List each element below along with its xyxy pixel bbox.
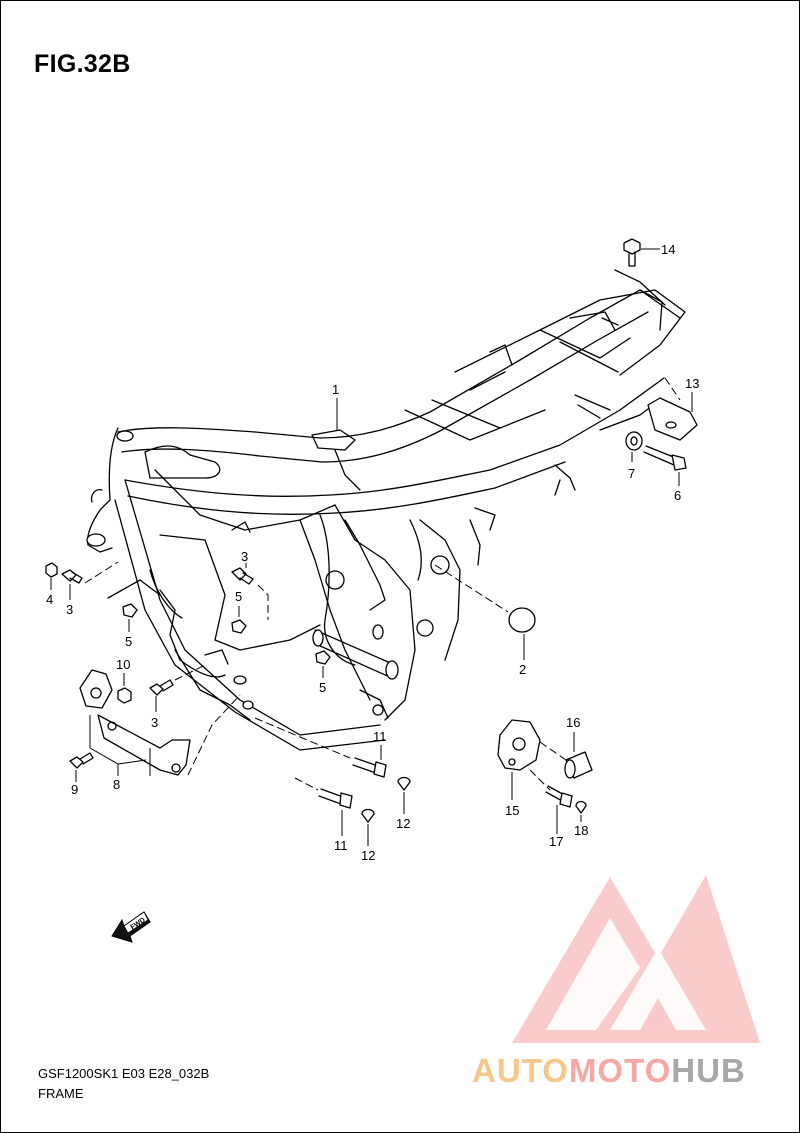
bolt-11-lower: [294, 777, 353, 836]
model-code: GSF1200SK1 E03 E28_032B: [38, 1066, 210, 1081]
nut-4: [45, 562, 58, 590]
bolt-3-lower: [149, 664, 206, 712]
plug-2: [434, 564, 536, 660]
callout-10: 10: [116, 657, 130, 672]
cap-12-upper: [397, 776, 411, 814]
bracket-8: [79, 669, 241, 776]
bolt-11-upper: [254, 717, 387, 778]
bolt-9: [69, 752, 94, 782]
section-name: FRAME: [38, 1086, 84, 1101]
bolt-3-left: [61, 561, 119, 600]
bolt-3-center: [231, 563, 269, 620]
collar-5-left: [107, 579, 161, 632]
cap-12-lower: [361, 808, 375, 846]
collar-5-right: [315, 650, 331, 678]
bolt-6: [643, 445, 687, 486]
callout-15: 15: [505, 803, 519, 818]
callout-11-lower: 11: [334, 838, 348, 853]
bolt-17: [545, 785, 573, 834]
watermark-logo: AUTOMOTOHUB: [472, 875, 760, 1089]
callout-9: 9: [71, 782, 78, 797]
callout-14: 14: [661, 242, 675, 257]
callout-3-lower: 3: [151, 715, 158, 730]
callout-13: 13: [685, 376, 699, 391]
callout-5-right: 5: [319, 680, 326, 695]
callout-17: 17: [549, 834, 563, 849]
watermark-moto: MOTO: [569, 1052, 671, 1089]
callout-5-center: 5: [235, 589, 242, 604]
bracket-13: [647, 377, 698, 441]
callout-18: 18: [574, 823, 588, 838]
washer-7: [625, 431, 643, 462]
callout-12-upper: 12: [396, 816, 410, 831]
collar-5-center: [231, 606, 247, 634]
callout-16: 16: [566, 715, 580, 730]
bolt-14: [623, 238, 660, 267]
callout-3-left: 3: [66, 602, 73, 617]
callout-1: 1: [332, 382, 339, 397]
callout-5-left: 5: [125, 634, 132, 649]
callout-12-lower: 12: [361, 848, 375, 863]
callout-4: 4: [46, 592, 53, 607]
callout-8: 8: [113, 777, 120, 792]
forward-arrow-icon: FWD: [111, 911, 151, 943]
figure-title: FIG.32B: [34, 50, 131, 78]
callout-2: 2: [519, 662, 526, 677]
callout-11-upper: 11: [373, 729, 387, 744]
nut-10: [117, 673, 132, 704]
callout-6: 6: [674, 488, 681, 503]
frame-main: [86, 269, 686, 751]
mount-15: [497, 719, 567, 800]
watermark-auto: AUTO: [472, 1052, 569, 1089]
callout-7: 7: [628, 466, 635, 481]
svg-text:AUTOMOTOHUB: AUTOMOTOHUB: [472, 1052, 746, 1089]
bushing-16: [564, 732, 593, 779]
watermark-hub: HUB: [671, 1052, 746, 1089]
cap-18: [575, 800, 587, 822]
callout-3-center: 3: [241, 549, 248, 564]
